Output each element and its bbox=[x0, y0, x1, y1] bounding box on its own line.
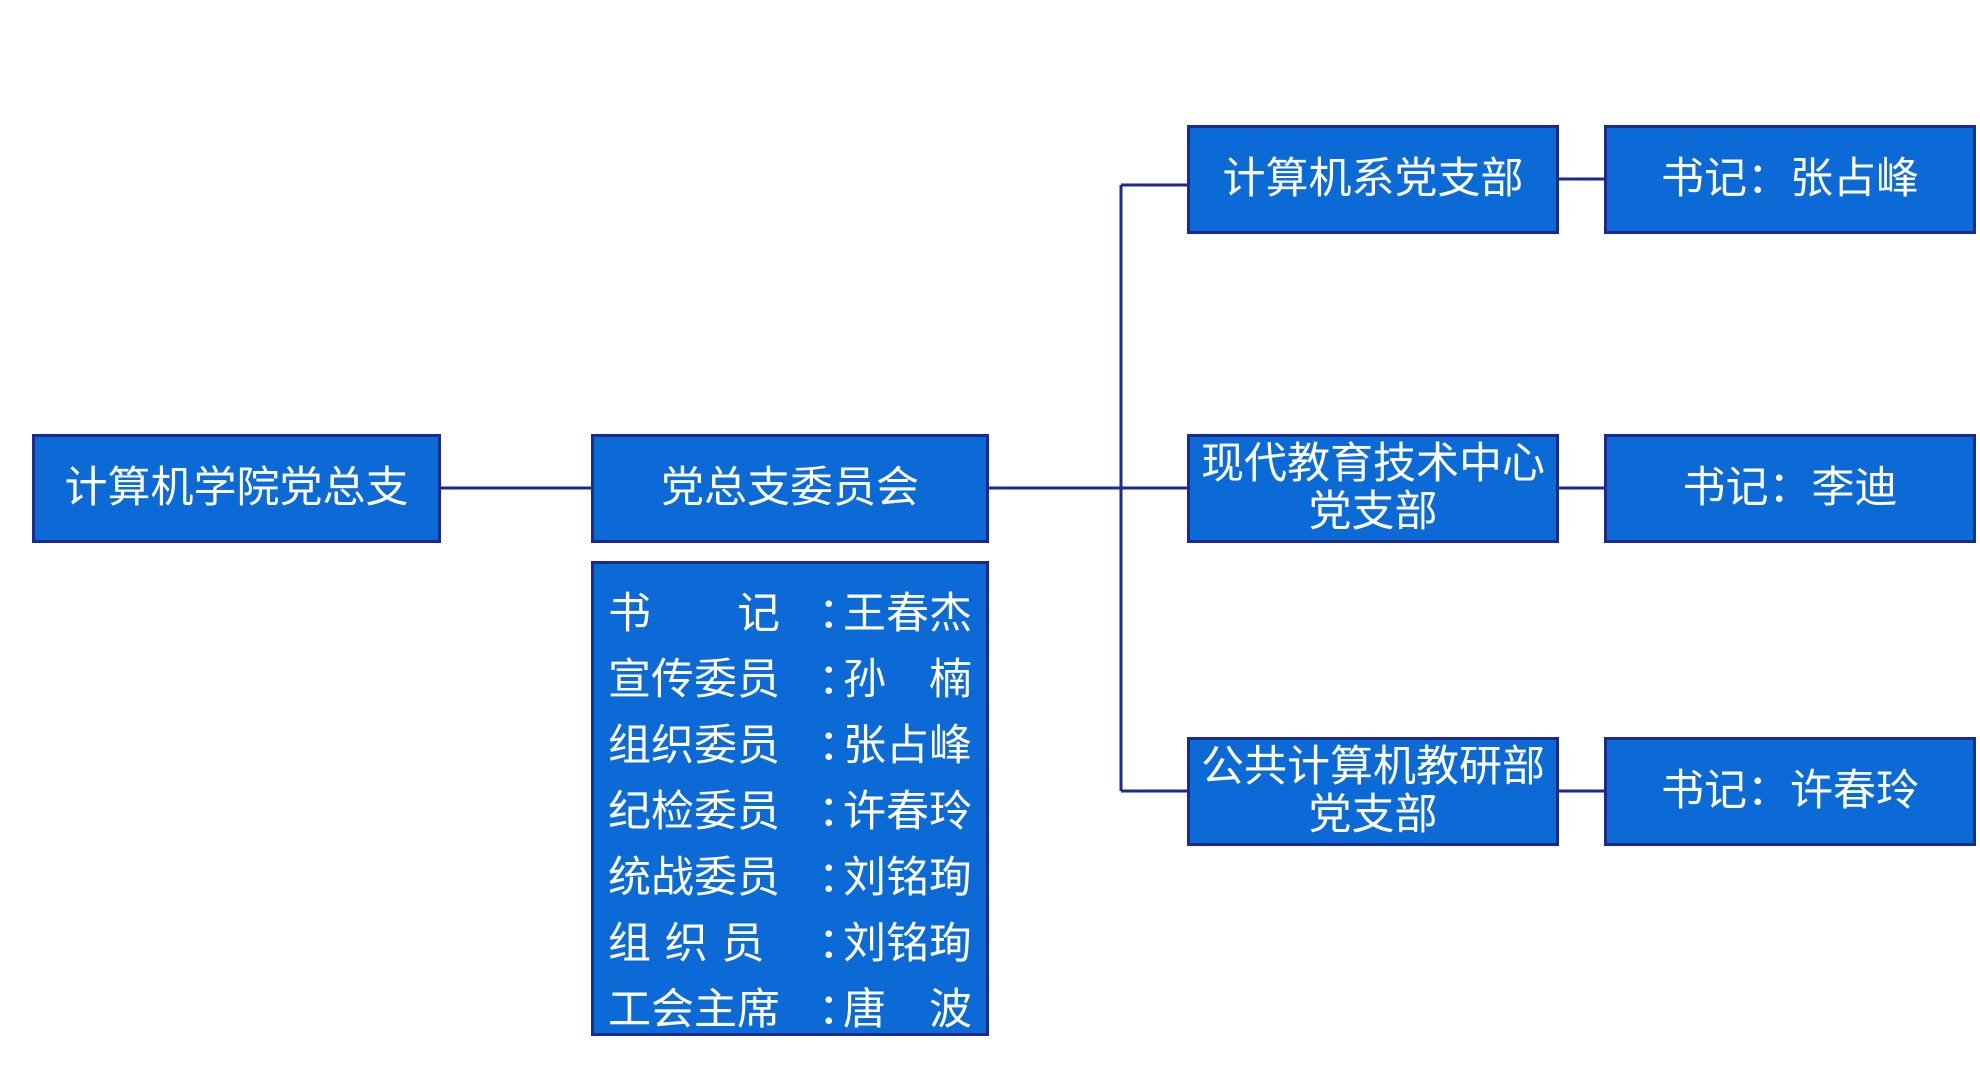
committee-member-row: 工会主席 ： 唐 波 bbox=[608, 973, 972, 1039]
member-colon: ： bbox=[818, 721, 861, 771]
root-node-label: 计算机学院党总支 bbox=[64, 462, 409, 513]
secretary-node-education-technology: 书记：李迪 bbox=[1604, 434, 1976, 543]
branch-node-label-line-2: 党支部 bbox=[1308, 789, 1438, 840]
committee-node-label: 党总支委员会 bbox=[661, 462, 919, 513]
committee-member-row: 宣传委员 ： 孙 楠 bbox=[608, 643, 972, 709]
secretary-node-computer-science: 书记：张占峰 bbox=[1604, 125, 1976, 234]
branch-node-public-computing: 公共计算机教研部 党支部 bbox=[1187, 737, 1559, 846]
member-name: 张占峰 bbox=[843, 721, 972, 771]
member-title: 书 记 bbox=[608, 589, 780, 639]
member-colon: ： bbox=[818, 985, 861, 1035]
member-colon: ： bbox=[818, 919, 861, 969]
member-title: 纪检委员 bbox=[608, 787, 780, 837]
member-title: 组 织 员 bbox=[608, 919, 765, 969]
branch-node-label-line-2: 党支部 bbox=[1308, 486, 1438, 537]
member-name: 许春玲 bbox=[843, 787, 972, 837]
member-title: 统战委员 bbox=[608, 853, 780, 903]
member-title: 组织委员 bbox=[608, 721, 780, 771]
member-colon: ： bbox=[818, 853, 861, 903]
branch-node-education-technology: 现代教育技术中心 党支部 bbox=[1187, 434, 1559, 543]
secretary-node-label: 书记：李迪 bbox=[1682, 462, 1898, 513]
committee-members-box: 书 记 ： 王春杰 宣传委员 ： 孙 楠 组织委员 ： 张占峰 纪检委员 ： 许… bbox=[591, 561, 989, 1036]
member-name: 刘铭珣 bbox=[843, 853, 972, 903]
committee-member-row: 书 记 ： 王春杰 bbox=[608, 577, 972, 643]
member-colon: ： bbox=[818, 589, 861, 639]
branch-node-label-line-1: 公共计算机教研部 bbox=[1201, 742, 1545, 793]
committee-member-row: 纪检委员 ： 许春玲 bbox=[608, 775, 972, 841]
member-colon: ： bbox=[818, 655, 861, 705]
committee-node: 党总支委员会 bbox=[591, 434, 989, 543]
committee-member-row: 统战委员 ： 刘铭珣 bbox=[608, 841, 972, 907]
member-title: 工会主席 bbox=[608, 985, 780, 1035]
root-node: 计算机学院党总支 bbox=[32, 434, 441, 543]
branch-node-label: 计算机系党支部 bbox=[1222, 153, 1524, 204]
secretary-node-label: 书记：张占峰 bbox=[1661, 153, 1919, 204]
secretary-node-public-computing: 书记：许春玲 bbox=[1604, 737, 1976, 846]
member-name: 刘铭珣 bbox=[843, 919, 972, 969]
member-name: 王春杰 bbox=[843, 589, 972, 639]
member-name: 孙 楠 bbox=[843, 655, 972, 705]
committee-member-row: 组 织 员 ： 刘铭珣 bbox=[608, 907, 972, 973]
member-title: 宣传委员 bbox=[608, 655, 780, 705]
member-name: 唐 波 bbox=[843, 985, 972, 1035]
secretary-node-label: 书记：许春玲 bbox=[1661, 765, 1919, 816]
committee-member-row: 组织委员 ： 张占峰 bbox=[608, 709, 972, 775]
member-colon: ： bbox=[818, 787, 861, 837]
branch-node-label-line-1: 现代教育技术中心 bbox=[1201, 439, 1545, 490]
branch-node-computer-science: 计算机系党支部 bbox=[1187, 125, 1559, 234]
